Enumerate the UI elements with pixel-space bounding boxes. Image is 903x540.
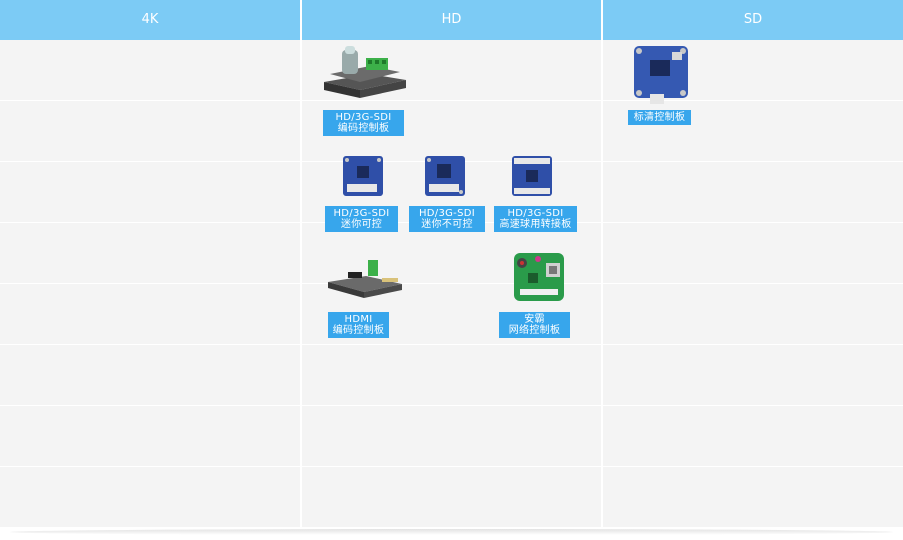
label-hd-sdi-encoder: HD/3G-SDI 编码控制板: [323, 110, 404, 136]
label-hdmi-encoder: HDMI 编码控制板: [328, 312, 389, 338]
label-line: 安霸: [524, 314, 545, 325]
label-line: 迷你可控: [340, 219, 383, 230]
label-line: 网络控制板: [508, 325, 561, 336]
network-board-image: [514, 253, 564, 301]
header-sd[interactable]: SD: [603, 0, 903, 40]
label-sd-control: 标清控制板: [628, 110, 691, 125]
label-line: HD/3G-SDI: [418, 208, 475, 219]
label-line: 编码控制板: [337, 123, 390, 134]
product-grid: [0, 40, 903, 528]
label-line: 高速球用转接板: [499, 219, 572, 230]
category-header: 4K HD SD: [0, 0, 903, 40]
label-hd-sdi-speed-dome: HD/3G-SDI 高速球用转接板: [494, 206, 577, 232]
adapter-board-image: [512, 156, 552, 196]
label-line: 标清控制板: [633, 112, 686, 123]
header-4k[interactable]: 4K: [0, 0, 300, 40]
label-hd-sdi-mini-uncontrollable: HD/3G-SDI 迷你不可控: [409, 206, 485, 232]
label-line: HD/3G-SDI: [333, 208, 390, 219]
bottom-shadow: [10, 529, 893, 535]
label-hd-sdi-mini-controllable: HD/3G-SDI 迷你可控: [325, 206, 398, 232]
sd-board-image: [634, 46, 688, 104]
hdmi-board-image: [328, 260, 402, 298]
label-anba-network: 安霸 网络控制板: [499, 312, 570, 338]
label-line: 迷你不可控: [421, 219, 473, 230]
encoder-board-image: [324, 46, 406, 98]
label-line: 编码控制板: [332, 325, 385, 336]
mini-board-image: [343, 156, 383, 196]
label-line: HD/3G-SDI: [507, 208, 564, 219]
column-4k: [0, 40, 300, 528]
label-line: HD/3G-SDI: [335, 112, 392, 123]
header-hd[interactable]: HD: [302, 0, 601, 40]
label-line: HDMI: [344, 314, 373, 325]
mini-board-image: [425, 156, 465, 196]
